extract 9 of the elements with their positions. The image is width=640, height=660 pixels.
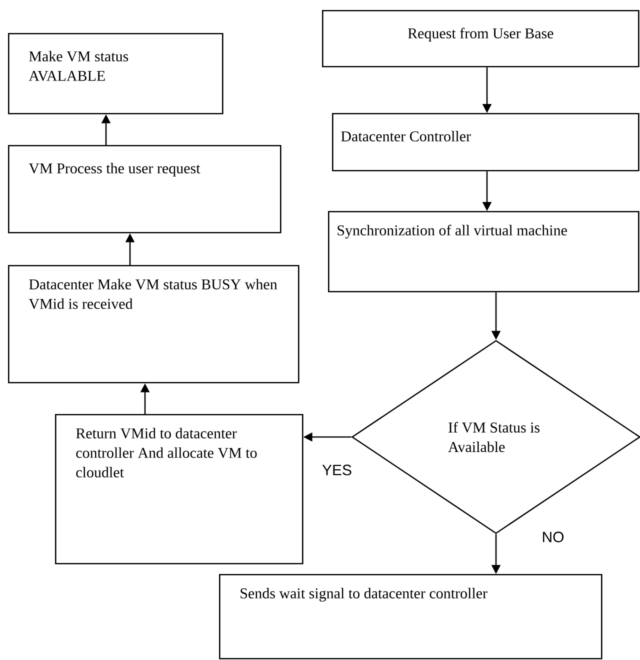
process-box: VM Process the user request (8, 144, 282, 234)
process-box: Datacenter Controller (332, 113, 640, 172)
process-box: Make VM status AVALABLE (8, 33, 224, 114)
edge-label: YES (321, 464, 353, 476)
process-box: Datacenter Make VM status BUSY when VMid is received (8, 265, 300, 384)
process-box: Sends wait signal to datacenter controller (219, 574, 602, 660)
process-box: Synchronization of all virtual machine (328, 210, 640, 292)
process-box: Request from User Base (322, 10, 640, 68)
process-box: Return VMid to datacenter controller And allocate VM to cloudlet (55, 414, 304, 564)
